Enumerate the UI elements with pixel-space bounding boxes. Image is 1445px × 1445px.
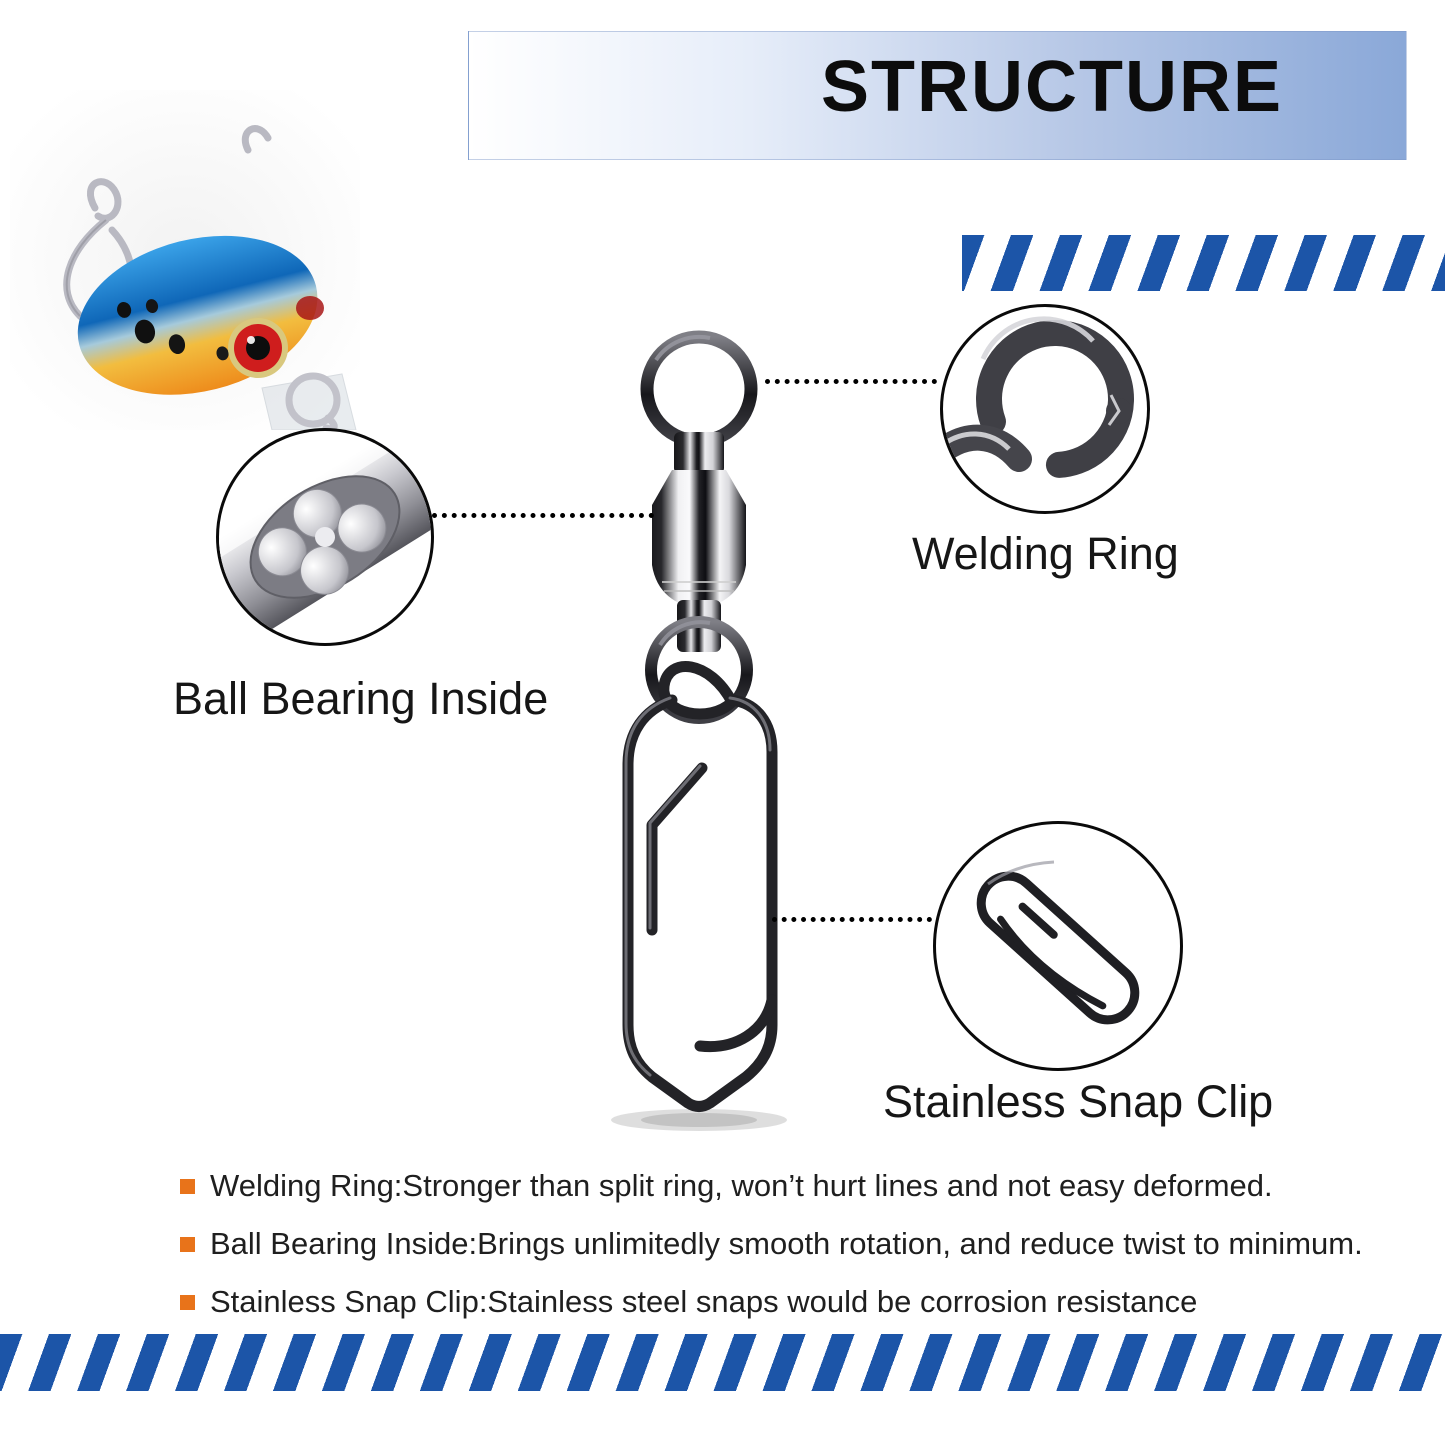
- feature-text: Ball Bearing Inside:Brings unlimitedly s…: [210, 1226, 1363, 1261]
- page-title: STRUCTURE: [821, 47, 1283, 127]
- feature-bullet-ball-bearing: Ball Bearing Inside:Brings unlimitedly s…: [180, 1224, 1420, 1264]
- ball-bearing-callout-circle: [216, 428, 434, 646]
- swivel-snap-product-photo: [611, 330, 787, 1131]
- leader-line-welding-ring: [765, 379, 937, 384]
- orange-square-bullet-icon: [180, 1236, 195, 1252]
- diagonal-stripe-band-top: [962, 235, 1445, 291]
- feature-text: Stainless Snap Clip:Stainless steel snap…: [210, 1284, 1198, 1319]
- feature-bullet-welding-ring: Welding Ring:Stronger than split ring, w…: [180, 1166, 1420, 1206]
- diagonal-stripe-band-bottom: [0, 1334, 1445, 1391]
- feature-bullet-snap-clip: Stainless Snap Clip:Stainless steel snap…: [180, 1282, 1420, 1322]
- snap-clip-label: Stainless Snap Clip: [883, 1076, 1274, 1127]
- snap-clip-zoom-icon: [976, 860, 1140, 1025]
- welding-ring-zoom-icon: [943, 316, 1134, 478]
- leader-line-snap-clip: [772, 917, 932, 922]
- orange-square-bullet-icon: [180, 1178, 195, 1194]
- welding-ring-callout-circle: [940, 304, 1150, 514]
- ball-bearing-zoom-icon: [219, 431, 431, 643]
- welding-ring-label: Welding Ring: [912, 528, 1179, 579]
- orange-square-bullet-icon: [180, 1294, 195, 1310]
- fishing-lure-photo: [10, 90, 360, 430]
- title-banner: STRUCTURE: [468, 31, 1407, 160]
- ball-bearing-label: Ball Bearing Inside: [173, 673, 549, 724]
- leader-line-ball-bearing: [432, 513, 654, 518]
- snap-clip-callout-circle: [933, 821, 1183, 1071]
- feature-text: Welding Ring:Stronger than split ring, w…: [210, 1168, 1273, 1203]
